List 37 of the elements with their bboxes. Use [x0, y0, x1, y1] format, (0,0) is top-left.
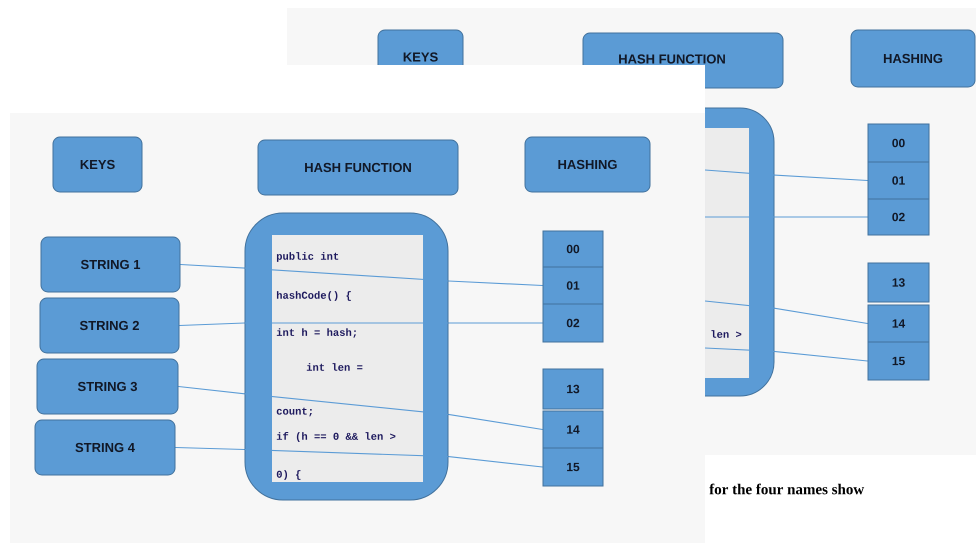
code-box: len > — [704, 107, 775, 397]
connector-line — [448, 456, 543, 468]
connector-line — [179, 322, 245, 326]
connector-line — [774, 308, 868, 324]
bucket-cell: 15 — [542, 448, 604, 486]
bucket-cell: 15 — [868, 342, 930, 380]
header-box: KEYS — [378, 30, 464, 66]
header-box: KEYS — [52, 136, 142, 192]
connector-line — [774, 216, 868, 218]
bucket-cell: 01 — [542, 266, 604, 304]
bucket-cell: 13 — [542, 368, 604, 410]
bucket-cell: 14 — [868, 304, 930, 342]
bucket-cell: 13 — [868, 262, 930, 302]
key-box: STRING 4 — [34, 420, 176, 476]
header-box: HASH FUNCTION — [582, 32, 784, 88]
bucket-cell: 02 — [868, 198, 930, 236]
bucket-cell: 01 — [868, 162, 930, 200]
bucket-cell: 00 — [868, 124, 930, 162]
connector-line — [175, 446, 245, 450]
header-box: HASH FUNCTION — [258, 140, 458, 196]
code-box: public int hashCode() { int h = hash; int len = count; if (h == 0 && len > 0) { — [244, 212, 448, 500]
connector-line — [774, 174, 868, 182]
connector-line — [180, 264, 245, 269]
key-box: STRING 2 — [40, 298, 180, 354]
bucket-cell: 00 — [542, 230, 604, 268]
connector-line — [448, 280, 543, 286]
header-box: HASHING — [524, 136, 650, 192]
bucket-cell: 02 — [542, 304, 604, 342]
text-fragment: for the four names show — [709, 484, 864, 494]
key-box: STRING 3 — [36, 358, 178, 414]
header-box: HASHING — [850, 30, 976, 88]
connector-line — [178, 386, 245, 394]
connector-line — [774, 350, 868, 362]
key-box: STRING 1 — [40, 236, 180, 292]
bucket-cell: 14 — [542, 410, 604, 448]
connector-line — [448, 414, 543, 430]
connector-line — [448, 322, 542, 324]
